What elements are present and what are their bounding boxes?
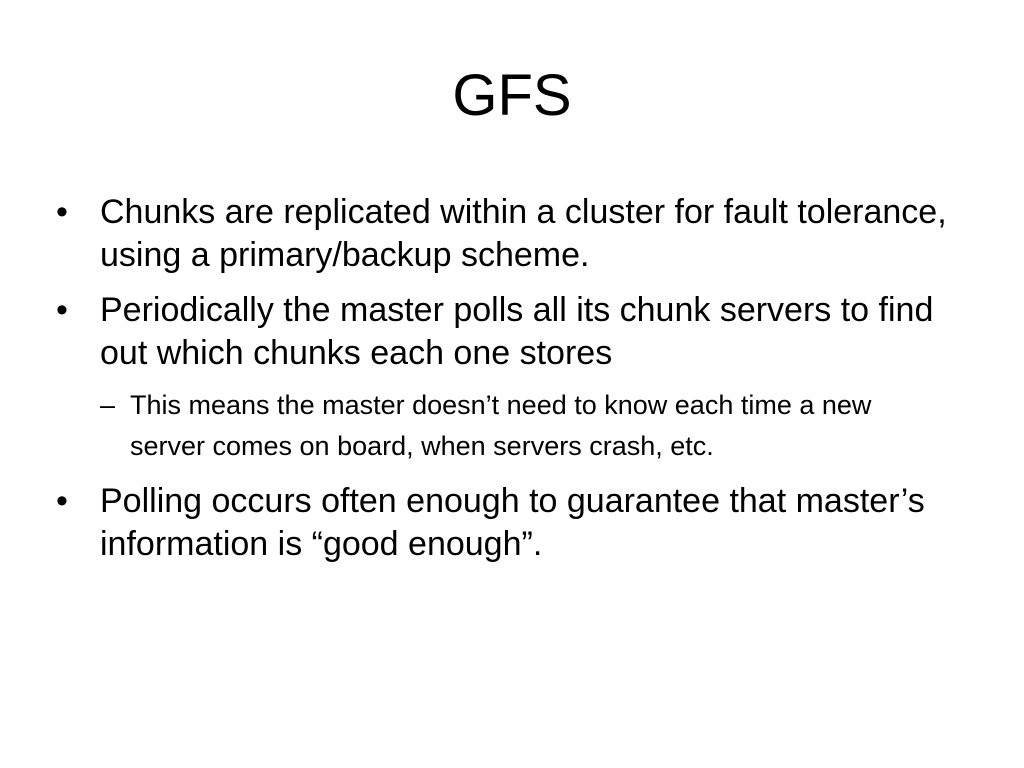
bullet-item-polling: • Periodically the master polls all its …	[56, 289, 976, 375]
sub-bullet-content: – This means the master doesn’t need to …	[100, 385, 976, 467]
sub-bullet-text: This means the master doesn’t need to kn…	[130, 390, 872, 461]
bullet-marker: •	[56, 193, 68, 231]
bullet-item-replication: • Chunks are replicated within a cluster…	[56, 191, 976, 277]
bullet-marker: •	[56, 291, 68, 329]
bullet-item-good-enough: • Polling occurs often enough to guarant…	[56, 480, 976, 566]
slide-title: GFS	[452, 63, 572, 128]
bullet-marker: •	[56, 482, 68, 520]
bullet-text: Periodically the master polls all its ch…	[100, 291, 934, 372]
bullet-text: Chunks are replicated within a cluster f…	[100, 193, 947, 274]
bullet-list: • Chunks are replicated within a cluster…	[56, 191, 976, 578]
dash-marker: –	[100, 390, 116, 420]
bullet-text: Polling occurs often enough to guarantee…	[100, 482, 925, 563]
sub-bullet-item: – This means the master doesn’t need to …	[56, 385, 976, 467]
